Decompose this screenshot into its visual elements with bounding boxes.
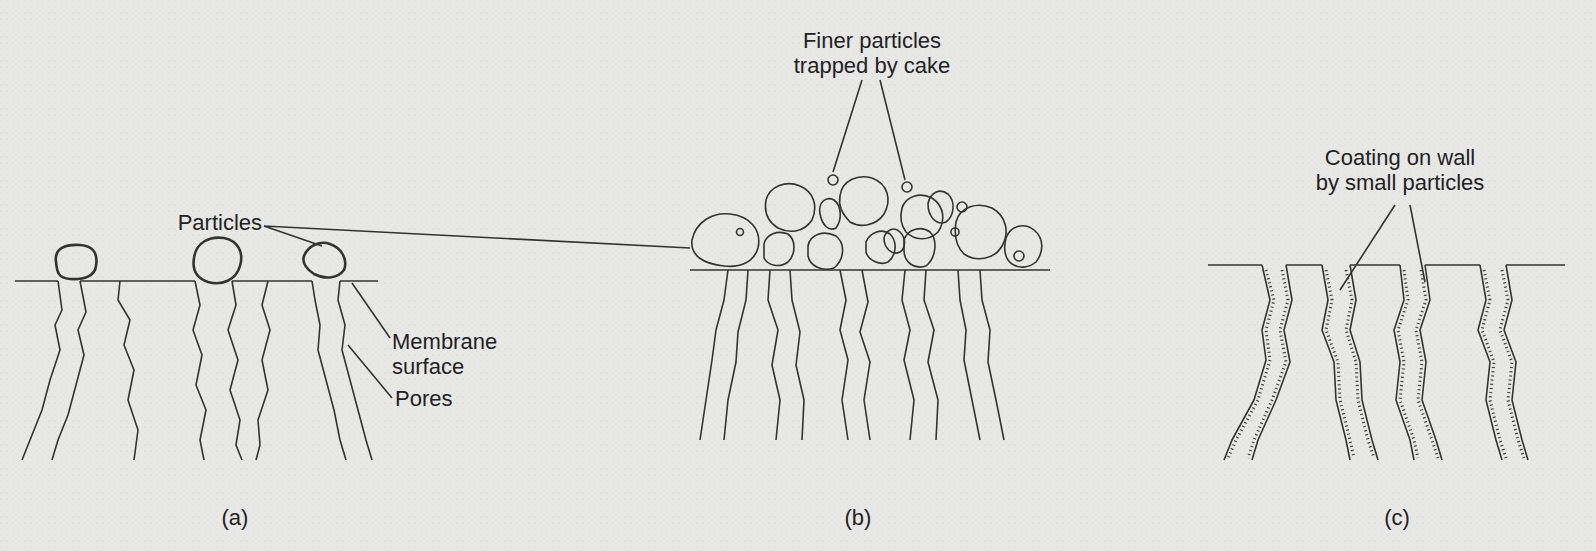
particle [56, 245, 97, 279]
callout-label: Membrane surface [392, 329, 512, 379]
fine-particle [902, 182, 912, 192]
fine-particle [828, 175, 838, 185]
callout-label: Finer particles trapped by cake [784, 28, 960, 78]
particle [303, 243, 345, 278]
panel-label: (b) [828, 505, 888, 530]
wall-coating [1228, 270, 1524, 458]
membrane-surface [15, 280, 378, 282]
particle [194, 238, 242, 284]
callout-label: Pores [395, 386, 475, 411]
callout-label: Particles [178, 210, 262, 235]
panel-label: (c) [1367, 505, 1427, 530]
membrane-surface [690, 269, 1050, 271]
callout-label: Coating on wall by small particles [1313, 145, 1487, 195]
panel-label: (a) [205, 505, 265, 530]
